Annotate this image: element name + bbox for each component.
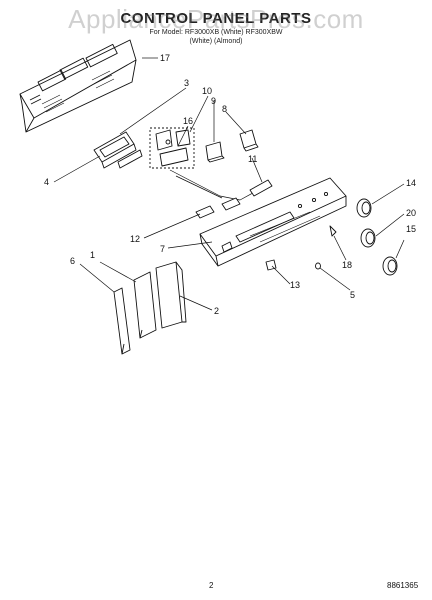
callout-8: 8 — [222, 104, 227, 114]
part-bracket-1 — [133, 271, 157, 339]
callout-20: 20 — [406, 208, 416, 218]
part-clock-module — [93, 131, 143, 169]
part-18 — [329, 225, 337, 237]
part-12 — [195, 205, 215, 219]
part-5 — [315, 262, 321, 270]
page-number: 2 — [209, 581, 214, 590]
document-code: 8861365 — [387, 581, 419, 590]
callout-9: 9 — [211, 96, 216, 106]
callout-2: 2 — [214, 306, 219, 316]
callout-5: 5 — [350, 290, 355, 300]
part-knob-15 — [382, 256, 398, 276]
page-title: CONTROL PANEL PARTS — [120, 10, 312, 27]
callout-labels: 17 3 10 9 8 16 4 11 14 20 15 12 7 18 6 1… — [44, 53, 416, 316]
part-11 — [249, 179, 273, 197]
callout-15: 15 — [406, 224, 416, 234]
callout-7: 7 — [160, 244, 165, 254]
callout-11: 11 — [248, 154, 257, 164]
part-end-cap-6 — [113, 287, 131, 355]
callout-3: 3 — [184, 78, 189, 88]
callout-13: 13 — [290, 280, 300, 290]
part-switch-8 — [239, 129, 257, 149]
part-end-panel-2 — [155, 261, 187, 329]
callout-10: 10 — [202, 86, 212, 96]
part-control-panel — [199, 177, 347, 267]
model-line: For Model: RF3000XB (White) RF300XBW — [149, 29, 283, 36]
callout-4: 4 — [44, 177, 49, 187]
callout-12: 12 — [130, 234, 140, 244]
callout-14: 14 — [406, 178, 416, 188]
part-switch-9 — [205, 141, 223, 161]
callout-16: 16 — [183, 116, 193, 126]
callout-17: 17 — [160, 53, 170, 63]
callout-18: 18 — [342, 260, 352, 270]
color-line: (White) (Almond) — [189, 38, 243, 45]
part-knob-20 — [360, 228, 376, 248]
watermark: AppliancePartsPros.com — [68, 4, 364, 34]
callout-6: 6 — [70, 256, 75, 266]
callout-leaders — [53, 57, 405, 311]
part-knob-14 — [356, 198, 372, 218]
part-switch-cluster — [149, 127, 195, 169]
part-rear-panel — [19, 39, 137, 133]
callout-1: 1 — [90, 250, 95, 260]
